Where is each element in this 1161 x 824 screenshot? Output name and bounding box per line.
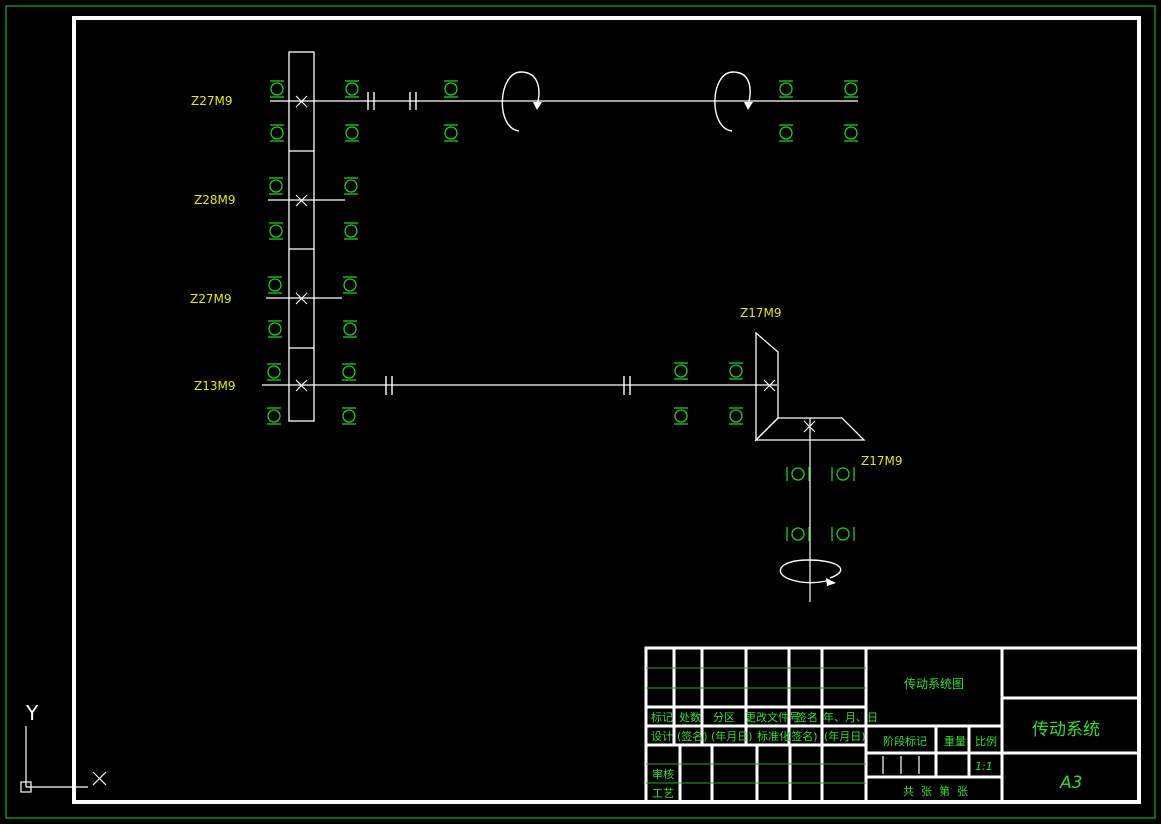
gear-label-2: Z28M9: [194, 193, 235, 207]
tb-stage-mark: 阶段标记: [883, 734, 927, 748]
tb-count: 处数: [679, 711, 701, 724]
gear-label-1: Z27M9: [191, 94, 232, 108]
tb-mark: 标记: [651, 710, 673, 724]
gear-cross-marks: [295, 95, 816, 433]
tb-date: 年、月、日: [823, 710, 878, 724]
tb-drawing-name: 传动系统图: [904, 676, 964, 691]
gear-label-4: Z13M9: [194, 379, 235, 393]
tb-standard-sign: (签名): [787, 729, 818, 743]
tb-process: 工艺: [652, 787, 674, 800]
gear-label-3: Z27M9: [190, 292, 231, 306]
coupling-marks: [367, 92, 631, 395]
tb-scale-label: 比例: [975, 734, 997, 748]
axis-y-label: Y: [25, 701, 39, 725]
tb-standard-date: (年月日): [824, 729, 866, 743]
tb-design-sign: (签名): [677, 729, 708, 743]
tb-product-name: 传动系统: [1032, 720, 1100, 740]
tb-scale-value: 1:1: [975, 760, 993, 773]
tb-sheet-size: A3: [1059, 773, 1082, 793]
bevel-label-bottom: Z17M9: [861, 454, 902, 468]
outer-border: [5, 5, 1156, 819]
tb-change-doc: 更改文件号: [745, 710, 800, 724]
shafts: [262, 100, 858, 602]
bevel-label-top: Z17M9: [740, 306, 781, 320]
tb-design: 设计: [651, 730, 673, 743]
title-block: 标记 处数 分区 更改文件号 签名 年、月、日 设计 (签名) (年月日) 标准…: [644, 646, 1141, 804]
bevel-gear-pair: [754, 331, 866, 442]
drawing-frame: [72, 16, 1141, 804]
rotation-arrows: [501, 71, 842, 586]
gear-stack: [288, 51, 315, 422]
ucs-axis-icon: [20, 726, 107, 793]
tb-weight: 重量: [944, 734, 966, 748]
tb-design-date: (年月日): [711, 729, 753, 743]
tb-zone: 分区: [713, 711, 735, 724]
tb-review: 审核: [652, 767, 674, 781]
tb-sign: 签名: [796, 710, 818, 724]
tb-standard: 标准化: [757, 729, 790, 743]
tb-sheet-count: 共 张 第 张: [903, 784, 968, 798]
